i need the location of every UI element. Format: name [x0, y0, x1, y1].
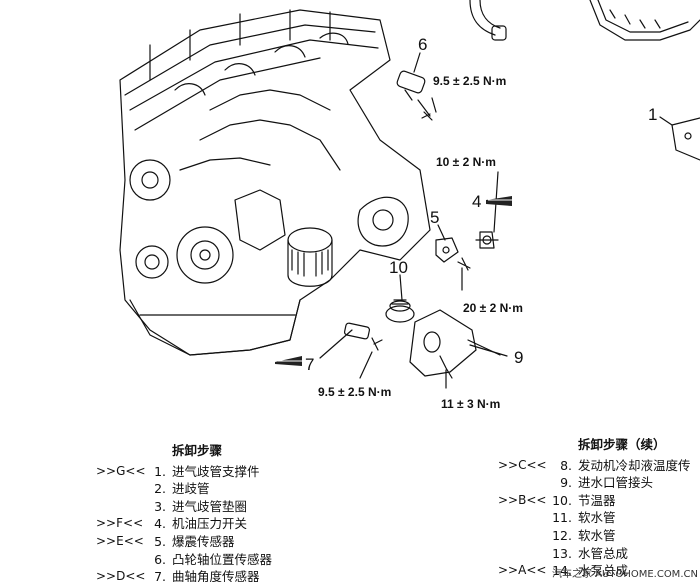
step-text: 水泵总成 — [578, 563, 629, 579]
removal-steps-left: 拆卸步骤 >>G<< 1. 进气歧管支撑件 2. 进歧管 3. 进气歧管垫圈 >>F<< 4. 机… — [96, 442, 346, 582]
callout-10: 10 — [389, 258, 408, 277]
step-number: 1. — [154, 463, 166, 479]
torque-spec-5: 20 ± 2 N·m — [463, 301, 523, 315]
torque-spec-9: 11 ± 3 N·m — [441, 397, 500, 411]
step-text: 进气歧管垫圈 — [172, 498, 248, 514]
callout-9: 9 — [514, 348, 523, 367]
step-row: 6. 凸轮轴位置传感器 — [96, 551, 346, 569]
callout-6: 6 — [418, 35, 427, 54]
step-text: 机油压力开关 — [172, 516, 248, 532]
step-row: 2. 进歧管 — [96, 480, 346, 498]
step-text: 进歧管 — [172, 481, 210, 497]
step-text: 进气歧管支撑件 — [172, 463, 260, 479]
step-procedure-mark: >>C<< — [498, 457, 547, 472]
watermark: 汽车之家 AUTOHOME.COM.CN — [552, 569, 698, 580]
steps-list: >>G<< 1. 进气歧管支撑件 2. 进歧管 3. 进气歧管垫圈 >>F<< 4. 机油压力开关… — [96, 463, 346, 582]
step-number: 12. — [552, 527, 572, 543]
step-procedure-mark: >>A<< — [498, 563, 547, 578]
engine-exploded-diagram: 6 1 4 5 10 7 9 9.5 ± 2.5 N·m 10 ± 2 N·m … — [119, 0, 700, 411]
special-tool-arrow-icon — [486, 196, 512, 206]
step-row: 12. 软水管 — [498, 527, 700, 545]
step-row: >>C<< 8. 发动机冷却液温度传 — [498, 457, 700, 475]
step-procedure-mark: >>F<< — [96, 516, 144, 531]
step-row: >>E<< 5. 爆震传感器 — [96, 533, 346, 551]
step-text: 水管总成 — [578, 545, 629, 561]
step-number: 6. — [154, 551, 166, 567]
step-number: 7. — [154, 569, 166, 582]
step-text: 曲轴角度传感器 — [172, 569, 260, 582]
step-procedure-mark: >>E<< — [96, 533, 144, 548]
special-tool-arrow-icon — [275, 356, 302, 366]
knock-sensor-drawing — [435, 237, 471, 271]
step-row: 3. 进气歧管垫圈 — [96, 498, 346, 516]
step-row: >>D<< 7. 曲轴角度传感器 — [96, 568, 346, 582]
step-row: 13. 水管总成 — [498, 545, 700, 563]
steps-list: >>C<< 8. 发动机冷却液温度传 9. 进水口管接头 >>B<< 10. 节温器 11. 软水… — [498, 457, 700, 580]
step-number: 5. — [154, 533, 166, 549]
steps-heading: 拆卸步骤 — [172, 443, 223, 458]
step-procedure-mark: >>G<< — [96, 463, 146, 478]
step-text: 软水管 — [578, 527, 616, 543]
leader-lines — [319, 52, 673, 389]
engine-block-drawing — [119, 0, 700, 356]
step-text: 发动机冷却液温度传 — [578, 457, 691, 473]
step-number: 10. — [552, 492, 572, 508]
step-text: 凸轮轴位置传感器 — [172, 551, 273, 567]
callout-7: 7 — [305, 355, 314, 374]
callout-1: 1 — [648, 105, 657, 124]
step-number: 3. — [154, 498, 166, 514]
torque-spec-7: 9.5 ± 2.5 N·m — [318, 385, 391, 399]
callout-4: 4 — [472, 192, 481, 211]
step-number: 13. — [552, 545, 572, 561]
oil-pressure-switch-drawing — [475, 231, 499, 249]
step-procedure-mark: >>B<< — [498, 492, 547, 507]
step-row: >>B<< 10. 节温器 — [498, 492, 700, 510]
callout-5: 5 — [430, 208, 439, 227]
steps-heading-continued: 拆卸步骤（续） — [578, 437, 666, 452]
step-number: 11. — [552, 510, 572, 526]
step-number: 2. — [154, 481, 166, 497]
removal-steps-right: 拆卸步骤（续） >>C<< 8. 发动机冷却液温度传 9. 进水口管接头 >>B<< 10.… — [498, 436, 700, 580]
step-row: 9. 进水口管接头 — [498, 474, 700, 492]
step-row: 11. 软水管 — [498, 509, 700, 527]
step-row: >>A<< 14. 水泵总成 — [498, 562, 700, 580]
step-number: 9. — [560, 475, 572, 491]
step-procedure-mark: >>D<< — [96, 569, 146, 582]
torque-spec-6: 9.5 ± 2.5 N·m — [433, 74, 506, 88]
water-inlet-fitting-drawing — [409, 309, 501, 379]
step-text: 进水口管接头 — [578, 475, 654, 491]
step-row: >>G<< 1. 进气歧管支撑件 — [96, 463, 346, 481]
torque-spec-4: 10 ± 2 N·m — [436, 155, 496, 169]
step-text: 爆震传感器 — [172, 533, 235, 549]
cam-position-sensor-drawing — [396, 70, 433, 121]
step-number: 4. — [154, 516, 166, 532]
step-number: 8. — [560, 457, 572, 473]
step-number: 14. — [552, 563, 572, 579]
step-text: 节温器 — [578, 492, 616, 508]
crank-angle-sensor-drawing — [343, 322, 383, 351]
step-text: 软水管 — [578, 510, 616, 526]
step-row: >>F<< 4. 机油压力开关 — [96, 515, 346, 533]
thermostat-drawing — [385, 299, 415, 323]
